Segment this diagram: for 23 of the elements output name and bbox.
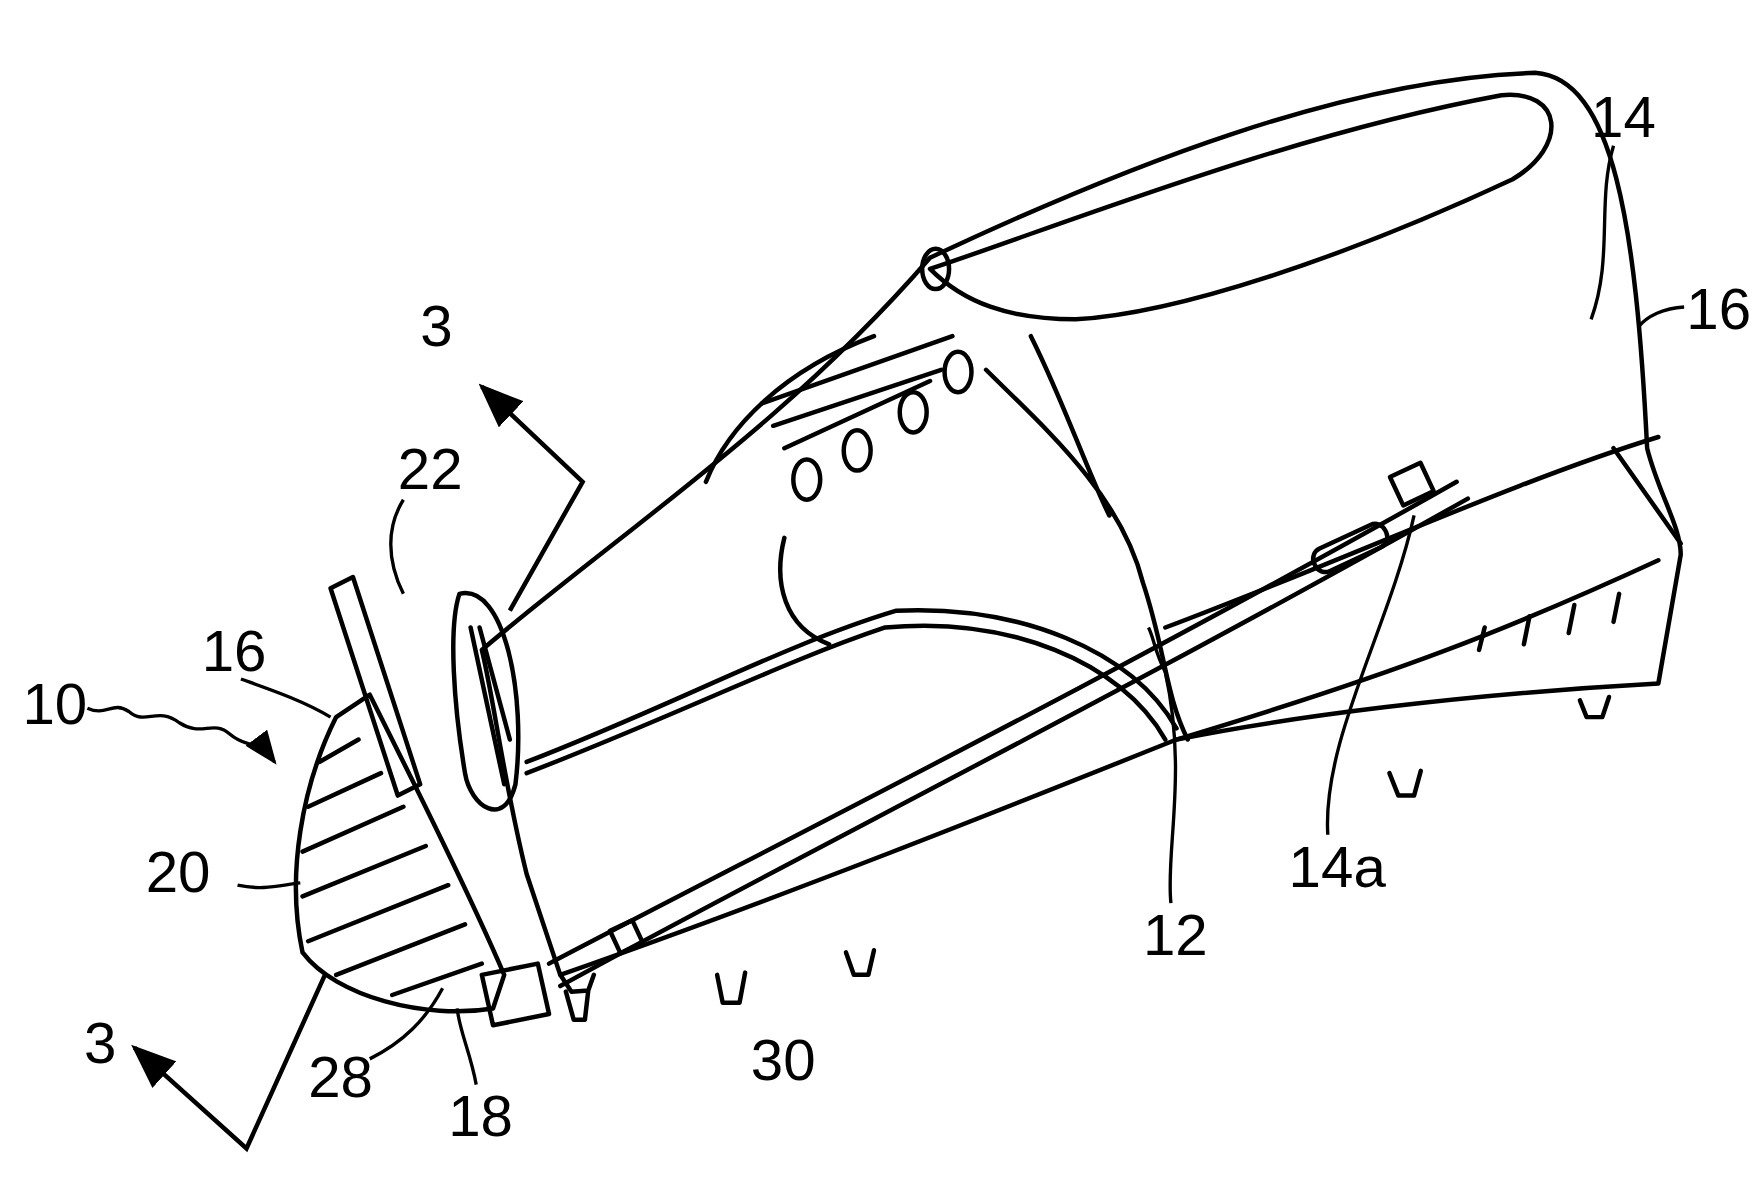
leader-line <box>240 677 332 719</box>
leader-line <box>1326 515 1416 835</box>
section-number: 3 <box>420 296 453 356</box>
callout-number: 10 <box>22 674 88 733</box>
callout-number: 30 <box>750 1030 816 1090</box>
callout-number: 16 <box>1686 280 1752 339</box>
callout-number: 12 <box>1142 905 1208 964</box>
leader-line <box>1589 145 1616 320</box>
leader-line <box>237 881 301 890</box>
callout-number: 20 <box>145 842 211 901</box>
callout-number: 14 <box>1591 87 1656 146</box>
callout-number: 16 <box>201 621 267 681</box>
callout-number: 22 <box>397 439 463 498</box>
callout-number: 14a <box>1288 838 1386 897</box>
leader-line <box>1147 626 1178 904</box>
callout-number: 28 <box>308 1047 373 1106</box>
callout-number: 18 <box>448 1086 513 1146</box>
leader-line <box>368 987 445 1061</box>
leader-arrow <box>86 705 277 765</box>
leader-line <box>389 498 405 595</box>
section-number: 3 <box>84 1014 117 1073</box>
leader-line <box>455 1008 478 1085</box>
leader-line <box>1636 305 1685 329</box>
